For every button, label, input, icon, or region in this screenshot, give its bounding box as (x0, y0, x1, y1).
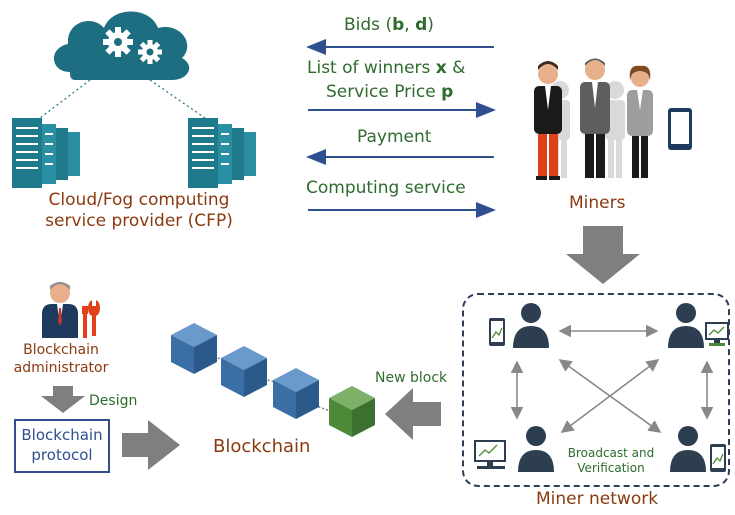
broadcast-label: Broadcast and Verification (556, 446, 666, 476)
miner-bottom-right-icon (670, 426, 726, 472)
broadcast-label-line1: Broadcast and (567, 446, 655, 460)
miner-top-left-icon (489, 303, 549, 348)
miners-label: Miners (569, 193, 626, 213)
bids-d: d (415, 15, 428, 35)
miner-network-box (462, 293, 730, 487)
blockchain-label: Blockchain (213, 436, 311, 457)
winners-label-line2: Service Price p (326, 82, 454, 102)
new-block-label: New block (375, 370, 448, 386)
network-links (510, 324, 714, 433)
bids-b: b (392, 15, 405, 35)
block-cube-2 (221, 346, 267, 397)
cfp-label-line2: service provider (CFP) (45, 211, 233, 231)
tools-icon (82, 300, 100, 338)
block-cube-1 (171, 323, 217, 374)
bids-label: Bids (b, d) (344, 15, 434, 35)
administrator-icon (42, 282, 78, 338)
payment-label: Payment (357, 127, 432, 147)
protocol-label-line1: Blockchain (21, 426, 103, 444)
new-block-arrow (385, 388, 441, 440)
new-block-cube (329, 386, 375, 437)
protocol-to-blockchain-arrow (122, 420, 180, 470)
admin-label-line1: Blockchain (23, 342, 99, 358)
computing-label: Computing service (306, 178, 466, 198)
protocol-box (14, 419, 110, 473)
cloud-gear-icon (53, 11, 190, 80)
admin-label: Blockchain administrator (4, 341, 118, 377)
miner-network-label: Miner network (536, 489, 659, 509)
design-arrow (41, 386, 85, 413)
cloud-server-links (39, 79, 206, 119)
broadcast-label-line2: Verification (577, 461, 645, 475)
miners-to-network-arrow (566, 226, 640, 284)
cfp-label: Cloud/Fog computing service provider (CF… (24, 190, 254, 232)
design-label: Design (89, 393, 138, 409)
flow-arrows (306, 39, 496, 218)
protocol-label: Blockchain protocol (14, 425, 110, 465)
winners-p: p (441, 82, 454, 102)
winners-x: x (435, 58, 447, 78)
server-rack-right-icon (188, 118, 256, 188)
protocol-label-line2: protocol (31, 446, 93, 464)
winners-label-line1: List of winners x & (307, 58, 466, 78)
cfp-label-line1: Cloud/Fog computing (48, 190, 230, 210)
admin-label-line2: administrator (13, 360, 109, 376)
miners-group-icon (534, 58, 692, 180)
server-rack-left-icon (12, 118, 80, 188)
miner-bottom-left-icon (474, 426, 554, 472)
block-cube-3 (273, 368, 319, 419)
miner-top-right-icon (668, 303, 729, 348)
